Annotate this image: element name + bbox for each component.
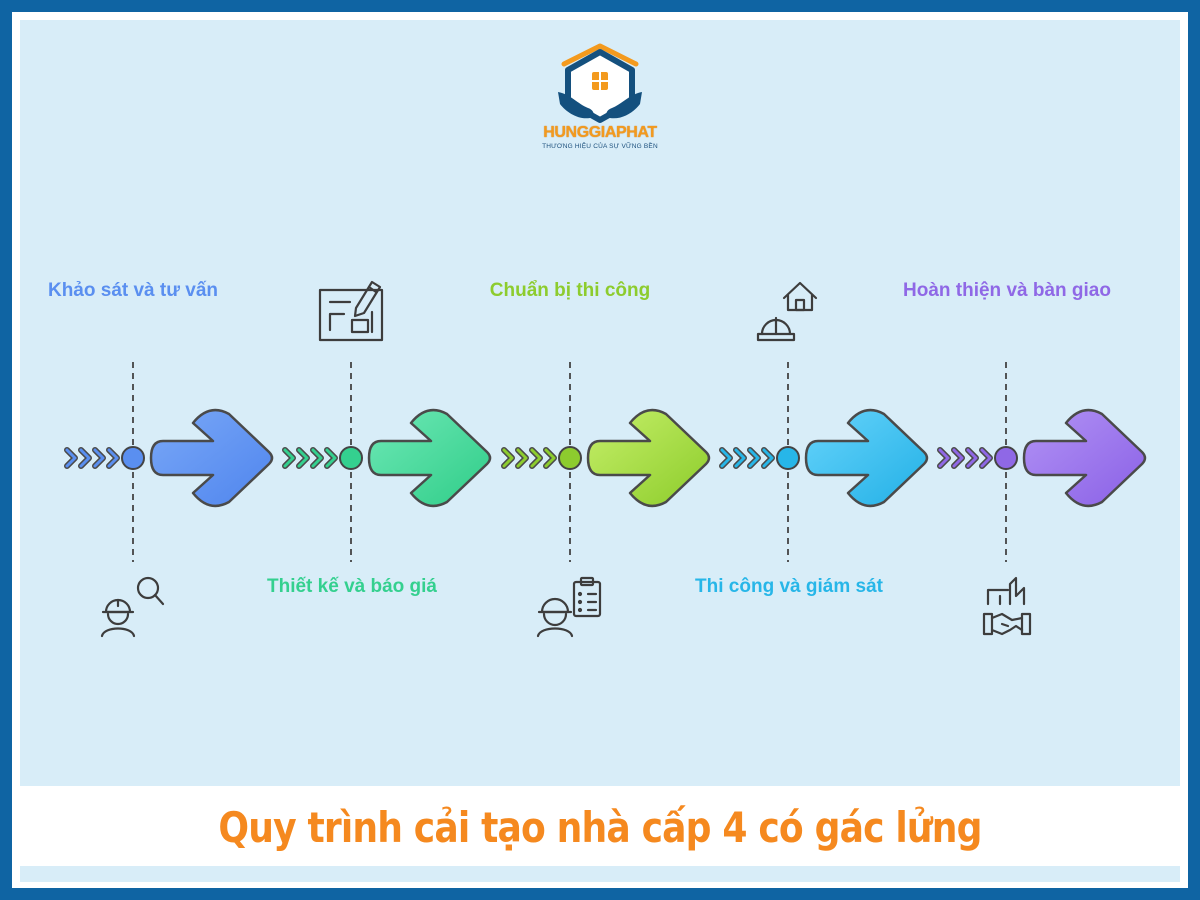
step-2 — [282, 362, 492, 562]
chevron-icon — [502, 448, 514, 468]
step-3-label: Chuẩn bị thi công — [489, 280, 651, 301]
house-hands-logo-icon — [558, 43, 642, 123]
chevron-icon — [530, 448, 542, 468]
arrow-right-icon — [149, 408, 274, 508]
chevron-icon — [544, 448, 556, 468]
step-node — [558, 446, 582, 470]
logo-slogan: THƯƠNG HIỆU CỦA SỰ VỮNG BỀN — [542, 143, 658, 150]
hardhat-house-icon — [756, 281, 818, 342]
worker-search-icon — [100, 576, 165, 638]
chevron-icon — [311, 448, 323, 468]
handshake-building-icon — [982, 576, 1032, 636]
step-2-label: Thiết kế và báo giá — [267, 576, 437, 597]
diagram-panel — [20, 20, 1180, 786]
chevron-icon — [516, 448, 528, 468]
step-4-label: Thi công và giám sát — [695, 576, 883, 597]
step-1-label: Khảo sát và tư vấn — [47, 280, 219, 301]
step-1 — [64, 362, 274, 562]
arrow-right-icon — [367, 408, 492, 508]
blueprint-icon — [318, 280, 384, 342]
step-4 — [719, 362, 929, 562]
chevron-icon — [720, 448, 732, 468]
step-node — [994, 446, 1018, 470]
step-5 — [937, 362, 1147, 562]
arrow-right-icon — [586, 408, 711, 508]
step-node — [339, 446, 363, 470]
chevron-icon — [93, 448, 105, 468]
logo-brand-name: HUNGGIAPHAT — [543, 124, 657, 141]
worker-checklist-icon — [536, 576, 602, 638]
chevron-icon — [107, 448, 119, 468]
bottom-strip — [20, 866, 1180, 882]
chevron-icon — [966, 448, 978, 468]
step-node — [776, 446, 800, 470]
chevron-icon — [748, 448, 760, 468]
company-logo: HUNGGIAPHAT THƯƠNG HIỆU CỦA SỰ VỮNG BỀN — [530, 42, 670, 158]
chevron-icon — [734, 448, 746, 468]
step-node — [121, 446, 145, 470]
chevron-icon — [762, 448, 774, 468]
chevron-icon — [283, 448, 295, 468]
arrow-right-icon — [804, 408, 929, 508]
footer-title: Quy trình cải tạo nhà cấp 4 có gác lửng — [218, 803, 982, 852]
chevron-icon — [65, 448, 77, 468]
chevron-icon — [952, 448, 964, 468]
arrow-right-icon — [1022, 408, 1147, 508]
step-5-label: Hoàn thiện và bàn giao — [903, 280, 1111, 301]
chevron-icon — [980, 448, 992, 468]
chevron-icon — [79, 448, 91, 468]
step-3 — [501, 362, 711, 562]
chevron-icon — [297, 448, 309, 468]
chevron-icon — [325, 448, 337, 468]
chevron-icon — [938, 448, 950, 468]
